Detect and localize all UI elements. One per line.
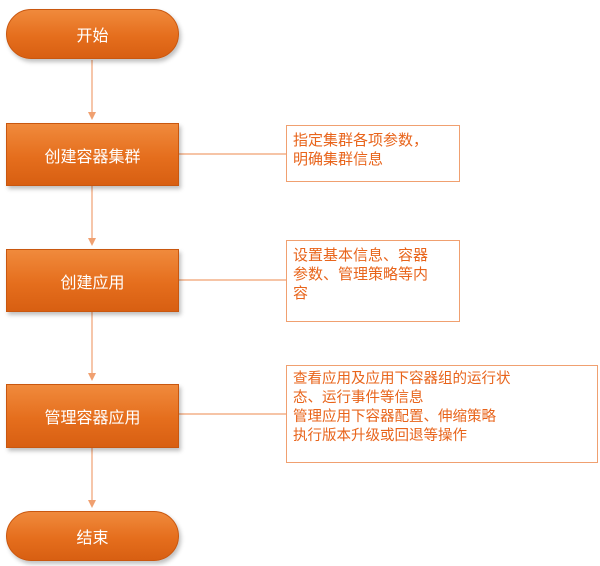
note-cluster-line-1: 指定集群各项参数， <box>293 131 429 149</box>
note-app-line-3: 容 <box>293 284 309 302</box>
step-manage-app: 管理容器应用 <box>6 384 179 448</box>
step-create-cluster-label: 创建容器集群 <box>44 146 141 166</box>
step-create-app-label: 创建应用 <box>60 272 125 292</box>
note-cluster-line-2: 明确集群信息 <box>293 150 384 168</box>
note-cluster: 指定集群各项参数， 明确集群信息 <box>286 125 460 182</box>
step-manage-app-label: 管理容器应用 <box>44 408 141 427</box>
step-create-app: 创建应用 <box>6 249 179 312</box>
note-app-line-2: 参数、管理策略等内 <box>293 265 429 283</box>
note-manage-line-2: 态、运行事件等信息 <box>293 390 424 406</box>
end-node: 结束 <box>6 511 179 561</box>
start-label: 开始 <box>76 26 109 45</box>
note-manage: 查看应用及应用下容器组的运行状 态、运行事件等信息 管理应用下容器配置、伸缩策略… <box>286 365 598 463</box>
note-app: 设置基本信息、容器 参数、管理策略等内 容 <box>286 240 460 322</box>
note-manage-line-4: 执行版本升级或回退等操作 <box>293 428 467 444</box>
start-node: 开始 <box>6 9 179 59</box>
end-label: 结束 <box>76 528 109 547</box>
step-create-cluster: 创建容器集群 <box>6 123 179 186</box>
note-manage-line-1: 查看应用及应用下容器组的运行状 <box>293 371 511 387</box>
note-manage-line-3: 管理应用下容器配置、伸缩策略 <box>293 409 496 425</box>
note-app-line-1: 设置基本信息、容器 <box>293 246 429 264</box>
